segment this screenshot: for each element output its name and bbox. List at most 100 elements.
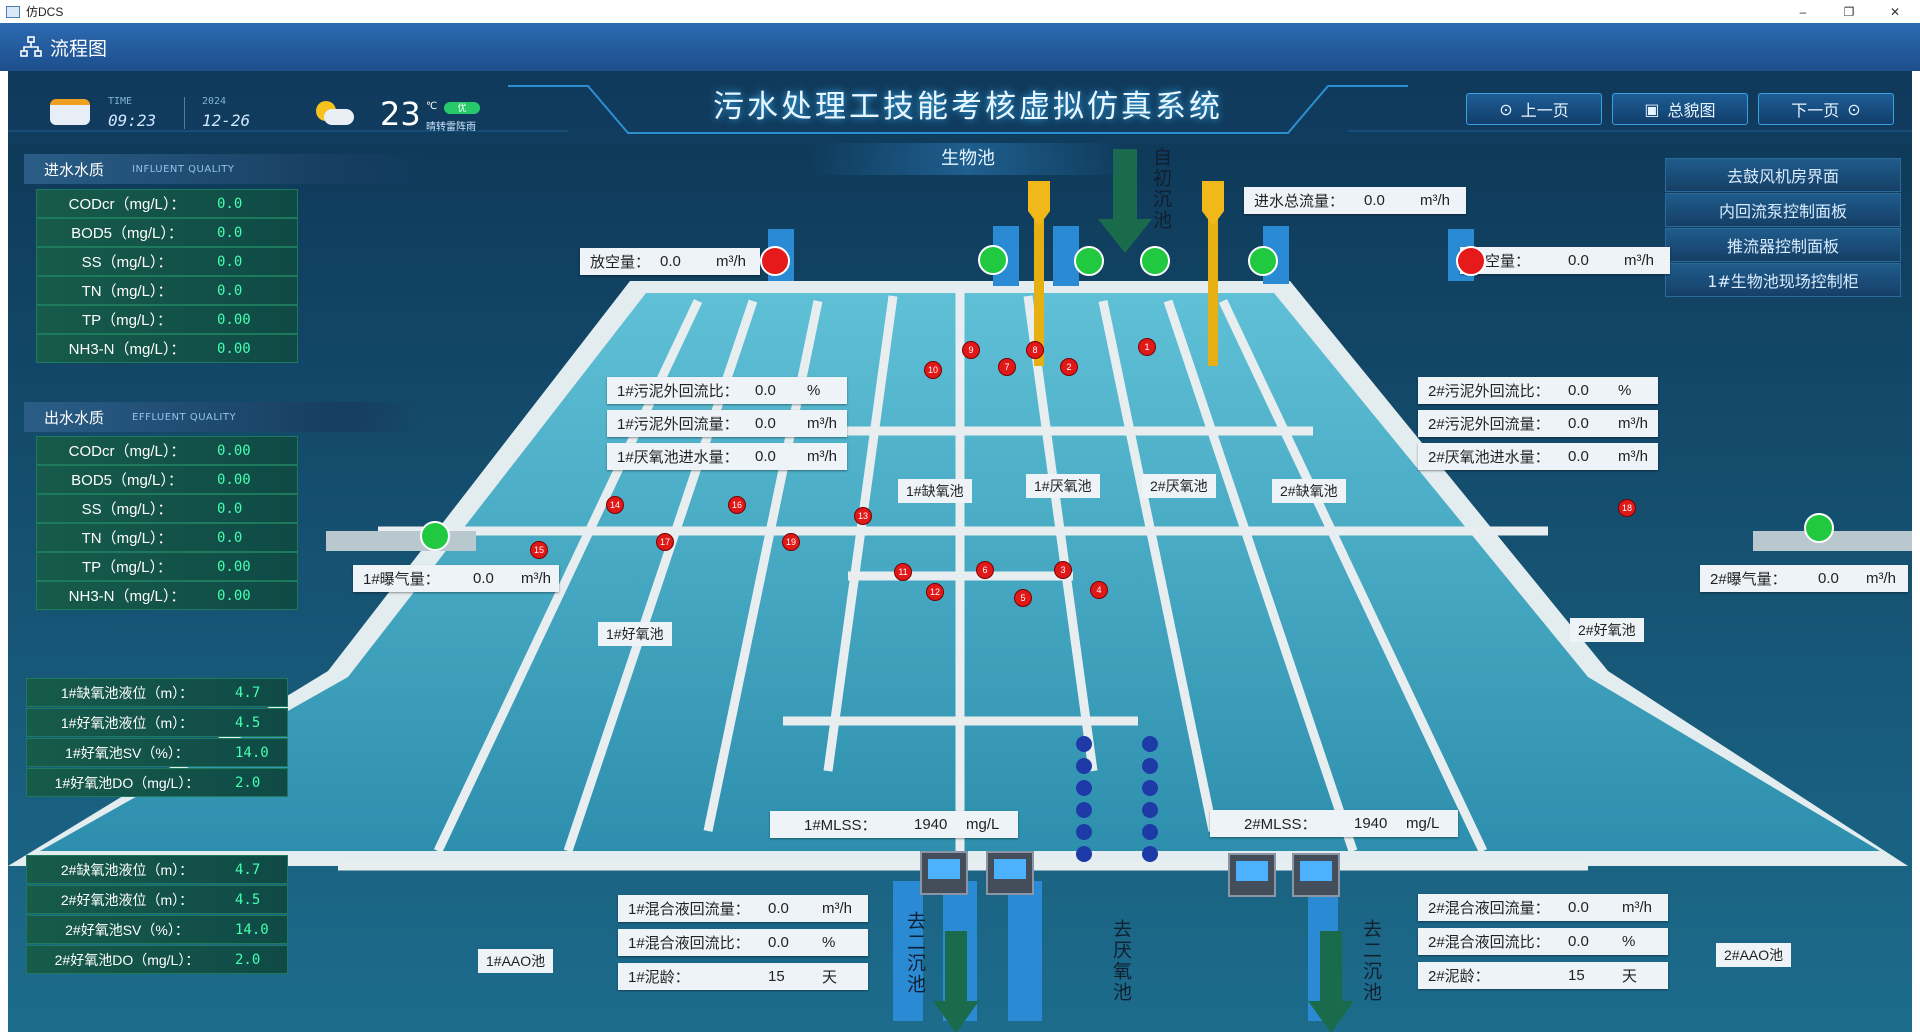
valve-marker[interactable]: 15 — [530, 541, 548, 559]
label-from-primary: 自初沉池 — [1150, 147, 1172, 231]
blower-fan-icon[interactable] — [1804, 513, 1834, 543]
effluent-label: BOD5（mg/L）： — [71, 472, 183, 489]
blower-fan-icon[interactable] — [1074, 246, 1104, 276]
aeration1-value: 0.0 — [473, 570, 494, 587]
valve-marker[interactable]: 17 — [656, 533, 674, 551]
valve-marker[interactable]: 1 — [1138, 338, 1156, 356]
level1-value: 2.0 — [235, 774, 261, 791]
valve-marker[interactable]: 7 — [998, 358, 1016, 376]
valve-marker[interactable]: 6 — [976, 561, 994, 579]
monitor-icon[interactable] — [920, 851, 968, 895]
right-menu-button[interactable]: 内回流泵控制面板 — [1665, 193, 1901, 227]
bottom-left-unit: % — [822, 934, 836, 951]
valve-marker[interactable]: 16 — [728, 496, 746, 514]
next-page-button[interactable]: 下一页 ⊙ — [1758, 93, 1894, 125]
label-to-secondary-1: 去二沉池 — [904, 911, 926, 995]
effluent-value: 0.00 — [217, 558, 251, 575]
level2-value: 4.5 — [235, 891, 261, 908]
level2-row: 2#好氧池液位（m）：4.5 — [26, 885, 288, 914]
menu-flowchart[interactable]: 流程图 — [50, 37, 108, 60]
weather-text: 晴转雷阵雨 — [426, 122, 476, 133]
right-info-unit: m³/h — [1618, 415, 1648, 432]
valve-marker[interactable]: 13 — [854, 507, 872, 525]
influent-value: 0.00 — [217, 340, 251, 357]
overview-button[interactable]: ▣ 总貌图 — [1612, 93, 1748, 125]
year-value: 2024 — [202, 96, 227, 107]
bottom-left-value: 0.0 — [768, 900, 789, 917]
bottom-right-value: 0.0 — [1568, 899, 1589, 916]
minimize-button[interactable]: – — [1799, 4, 1807, 19]
valve-marker[interactable]: 8 — [1026, 341, 1044, 359]
aeration2-unit: m³/h — [1866, 570, 1896, 587]
left-info-label: 1#厌氧池进水量： — [617, 449, 739, 466]
level2-value: 4.7 — [235, 861, 261, 878]
effluent-label: NH3-N（mg/L）： — [68, 588, 186, 605]
maximize-button[interactable]: ❐ — [1843, 4, 1855, 19]
influent-label: BOD5（mg/L）： — [71, 225, 183, 242]
influent-title: 进水水质 — [44, 160, 105, 179]
vent1-value: 0.0 — [660, 253, 681, 270]
right-info-label: 2#污泥外回流量： — [1428, 416, 1550, 433]
mlss2-label: 2#MLSS： — [1244, 816, 1317, 833]
monitor-icon[interactable] — [986, 851, 1034, 895]
influent-row: TP（mg/L）：0.00 — [36, 305, 298, 334]
arrow-right-icon: ⊙ — [1847, 99, 1861, 119]
bottom-left-label: 1#泥龄： — [628, 969, 690, 986]
right-menu-button[interactable]: 去鼓风机房界面 — [1665, 158, 1901, 192]
app-menubar: 流程图 — [0, 23, 1920, 71]
level2-value: 2.0 — [235, 951, 261, 968]
valve-marker[interactable]: 10 — [924, 361, 942, 379]
blower-fan-icon[interactable] — [760, 246, 790, 276]
valve-marker[interactable]: 11 — [894, 563, 912, 581]
time-label: TIME — [108, 96, 133, 107]
level1-value: 4.7 — [235, 684, 261, 701]
left-info-value: 0.0 — [755, 448, 776, 465]
valve-marker[interactable]: 9 — [962, 341, 980, 359]
bottom-left-label: 1#混合液回流比： — [628, 935, 750, 952]
right-menu-button[interactable]: 推流器控制面板 — [1665, 228, 1901, 262]
blower-fan-icon[interactable] — [1456, 246, 1486, 276]
effluent-value: 0.00 — [217, 471, 251, 488]
level1-value: 4.5 — [235, 714, 261, 731]
effluent-title: 出水水质 — [44, 408, 105, 427]
aeration1-label: 1#曝气量： — [363, 571, 440, 588]
monitor-icon[interactable] — [1228, 853, 1276, 897]
valve-marker[interactable]: 2 — [1060, 358, 1078, 376]
valve-marker[interactable]: 5 — [1014, 589, 1032, 607]
vent2-unit: m³/h — [1624, 252, 1654, 269]
bottom-left-unit: 天 — [822, 969, 838, 986]
tag-anoxic1: 1#缺氧池 — [898, 479, 972, 503]
bottom-right-unit: % — [1622, 933, 1636, 950]
blower-fan-icon[interactable] — [1140, 246, 1170, 276]
date-value: 12-26 — [202, 111, 251, 130]
influent-value: 0.0 — [217, 282, 243, 299]
valve-marker[interactable]: 4 — [1090, 581, 1108, 599]
valve-marker[interactable]: 3 — [1054, 561, 1072, 579]
prev-page-button[interactable]: ⊙ 上一页 — [1466, 93, 1602, 125]
valve-marker[interactable]: 14 — [606, 496, 624, 514]
blower-fan-icon[interactable] — [1248, 246, 1278, 276]
influent-value: 0.0 — [217, 195, 243, 212]
close-button[interactable]: ✕ — [1889, 4, 1901, 19]
effluent-label: CODcr（mg/L）： — [68, 443, 186, 460]
left-info-label: 1#污泥外回流比： — [617, 383, 739, 400]
bottom-right-box: 2#混合液回流比：0.0% — [1418, 928, 1668, 955]
influent-value: 0.00 — [217, 311, 251, 328]
valve-marker[interactable]: 12 — [926, 583, 944, 601]
right-menu-button[interactable]: 1#生物池现场控制柜 — [1665, 263, 1901, 297]
effluent-label: SS（mg/L）： — [81, 501, 173, 518]
mlss2-box: 2#MLSS： 1940 mg/L — [1210, 810, 1458, 837]
blower-fan-icon[interactable] — [420, 521, 450, 551]
effluent-value: 0.00 — [217, 587, 251, 604]
blower-fan-icon[interactable] — [978, 245, 1008, 275]
valve-marker[interactable]: 18 — [1618, 499, 1636, 517]
monitor-icon[interactable] — [1292, 853, 1340, 897]
valve-marker[interactable]: 19 — [782, 533, 800, 551]
vent1-unit: m³/h — [716, 253, 746, 270]
window-titlebar: 仿DCS – ❐ ✕ — [0, 0, 1920, 23]
vent1-box: 放空量： 0.0 m³/h — [580, 248, 760, 275]
section-title: 生物池 — [808, 143, 1128, 175]
